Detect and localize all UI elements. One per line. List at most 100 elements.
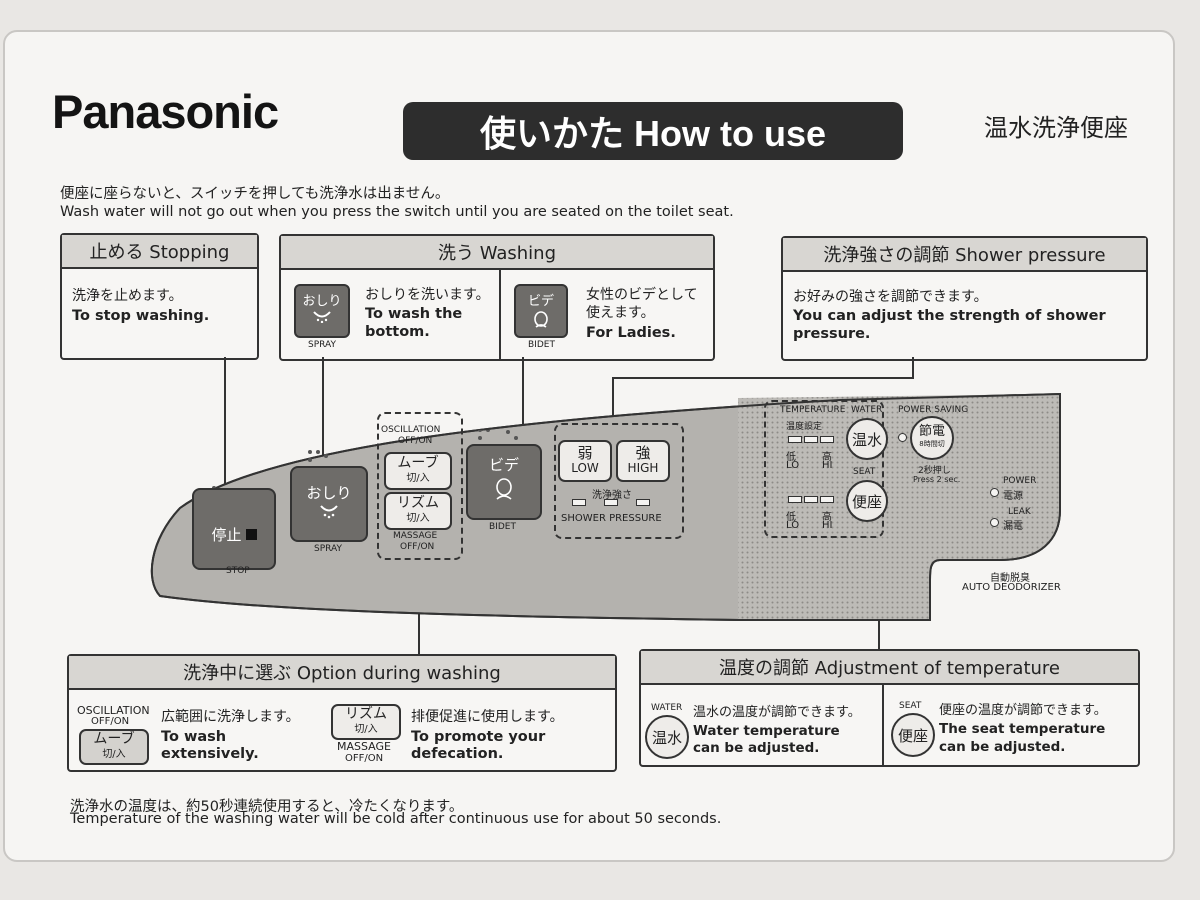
oscillation-massage-group: [377, 412, 463, 560]
massage-button[interactable]: リズム 切/入: [384, 492, 452, 530]
temperature-adjustment-divider: [882, 685, 884, 765]
stopping-en: To stop washing.: [72, 308, 210, 324]
power-saving-button-label: 節電: [918, 424, 945, 439]
pressure-low-button[interactable]: 弱 LOW: [558, 440, 612, 482]
stop-button[interactable]: 停止: [192, 488, 276, 570]
options-oscillation-icon: ムーブ 切/入: [79, 729, 149, 765]
water-led-3: [820, 436, 834, 443]
washing-box: 洗う Washing おしり SPRAY おしりを洗います。 To wash t…: [279, 234, 715, 361]
spray-en2: bottom.: [365, 324, 430, 340]
temp-seat-icon: 便座: [891, 713, 935, 757]
temperature-adjustment-header: 温度の調節 Adjustment of temperature: [641, 651, 1138, 685]
intro-en: Wash water will not go out when you pres…: [60, 204, 734, 220]
temp-seat-en1: The seat temperature: [939, 721, 1106, 737]
options-massage-en2: defecation.: [411, 746, 504, 762]
water-led-1: [788, 436, 802, 443]
temperature-group: [764, 400, 884, 538]
options-massage-en1: To promote your: [411, 729, 546, 745]
spray-button-icon: [320, 505, 338, 519]
massage-button-label: リズム: [397, 495, 439, 511]
leak-label-en: LEAK: [1008, 507, 1031, 517]
page-title: 使いかた How to use: [403, 102, 903, 160]
bidet-en: For Ladies.: [586, 325, 676, 341]
oscillation-label: OSCILLATION: [381, 425, 441, 435]
bidet-ja1: 女性のビデとして: [586, 287, 698, 303]
oscillation-button-label: ムーブ: [397, 455, 439, 471]
temperature-label: TEMPERATURE: [780, 405, 846, 415]
leak-indicator: [990, 518, 999, 527]
pressure-led-1: [572, 499, 586, 506]
water-lo-en: LO: [786, 460, 800, 471]
temp-water-icon: 温水: [645, 715, 689, 759]
spray-button-label: おしり: [306, 484, 352, 502]
water-hi-en: HI: [822, 460, 833, 471]
temperature-label-ja: 温度設定: [786, 422, 823, 432]
bidet-button[interactable]: ビデ: [466, 444, 542, 520]
shower-pressure-ja: お好みの強さを調節できます。: [793, 289, 988, 305]
spray-button[interactable]: おしり: [290, 466, 368, 542]
options-oscillation-en2: extensively.: [161, 746, 259, 762]
seat-led-1: [788, 496, 802, 503]
seat-temp-button-label: 便座: [851, 492, 882, 511]
outro-en: Temperature of the washing water will be…: [70, 811, 722, 827]
intro-ja: 便座に座らないと、スイッチを押しても洗浄水は出ません。: [60, 186, 450, 202]
shower-pressure-en1: You can adjust the strength of shower: [793, 308, 1106, 324]
bidet-icon: ビデ: [514, 284, 568, 338]
oscillation-button-sub: 切/入: [406, 473, 430, 484]
connector-stop: [224, 357, 226, 489]
temp-water-icon-label: 温水: [651, 728, 682, 747]
options-oscillation-ja: 広範囲に洗浄します。: [161, 709, 300, 725]
options-massage-icon-label: リズム: [345, 706, 387, 722]
options-massage-icon-sub: 切/入: [354, 724, 378, 735]
washing-header: 洗う Washing: [281, 236, 713, 270]
pressure-high-button[interactable]: 強 HIGH: [616, 440, 670, 482]
seat-led-3: [820, 496, 834, 503]
shower-pressure-group: [554, 423, 684, 539]
options-massage-bottom: MASSAGE: [337, 740, 391, 753]
power-label-en: POWER: [1003, 476, 1037, 486]
spray-icon: おしり: [294, 284, 350, 338]
water-temp-button[interactable]: 温水: [846, 418, 888, 460]
bidet-button-icon: [496, 478, 512, 500]
pressure-high-ja: 強: [635, 444, 651, 462]
outro-ja: 洗浄水の温度は、約50秒連続使用すると、冷たくなります。: [70, 799, 464, 815]
seat-lo-en: LO: [786, 520, 800, 531]
massage-label: MASSAGE: [393, 531, 438, 541]
pressure-low-ja: 弱: [577, 444, 593, 462]
pressure-led-2: [604, 499, 618, 506]
spray-ja: おしりを洗います。: [365, 287, 490, 303]
stop-caption: STOP: [226, 566, 250, 576]
bidet-button-caption: BIDET: [489, 522, 516, 532]
connector-bidet: [522, 357, 524, 445]
power-indicator: [990, 488, 999, 497]
seat-temp-button[interactable]: 便座: [846, 480, 888, 522]
spray-icon-label: おしり: [302, 294, 342, 309]
bidet-icon-label: ビデ: [527, 294, 554, 309]
power-saving-label: POWER SAVING: [898, 405, 969, 415]
temp-seat-top: SEAT: [899, 701, 922, 711]
spray-caption: SPRAY: [308, 340, 336, 350]
shower-pressure-en2: pressure.: [793, 326, 871, 342]
options-header: 洗浄中に選ぶ Option during washing: [69, 656, 615, 690]
leak-label-ja: 漏電: [1003, 521, 1023, 532]
temp-water-top: WATER: [651, 703, 683, 713]
oscillation-button[interactable]: ムーブ 切/入: [384, 452, 452, 490]
power-saving-note-ja: 2秒押し: [918, 466, 951, 476]
seat-led-2: [804, 496, 818, 503]
connector-spray: [322, 357, 324, 475]
temperature-adjustment-box: 温度の調節 Adjustment of temperature WATER 温水…: [639, 649, 1140, 767]
stopping-ja: 洗浄を止めます。: [72, 288, 183, 304]
stopping-box: 止める Stopping 洗浄を止めます。 To stop washing.: [60, 233, 259, 360]
options-massage-icon: リズム 切/入: [331, 704, 401, 740]
seat-label: SEAT: [853, 467, 876, 477]
options-oscillation-icon-label: ムーブ: [93, 731, 135, 747]
product-name: 温水洗浄便座: [984, 114, 1128, 142]
seat-hi-ja: 高: [822, 512, 832, 523]
deodorizer-label-en: AUTO DEODORIZER: [962, 582, 1061, 593]
power-saving-button[interactable]: 節電 8時間切: [910, 416, 954, 460]
pressure-label-en: SHOWER PRESSURE: [561, 513, 662, 524]
shower-pressure-header: 洗浄強さの調節 Shower pressure: [783, 238, 1146, 272]
temp-seat-en2: can be adjusted.: [939, 739, 1066, 755]
stopping-header: 止める Stopping: [62, 235, 257, 269]
connector-pressure-v2: [612, 377, 614, 423]
